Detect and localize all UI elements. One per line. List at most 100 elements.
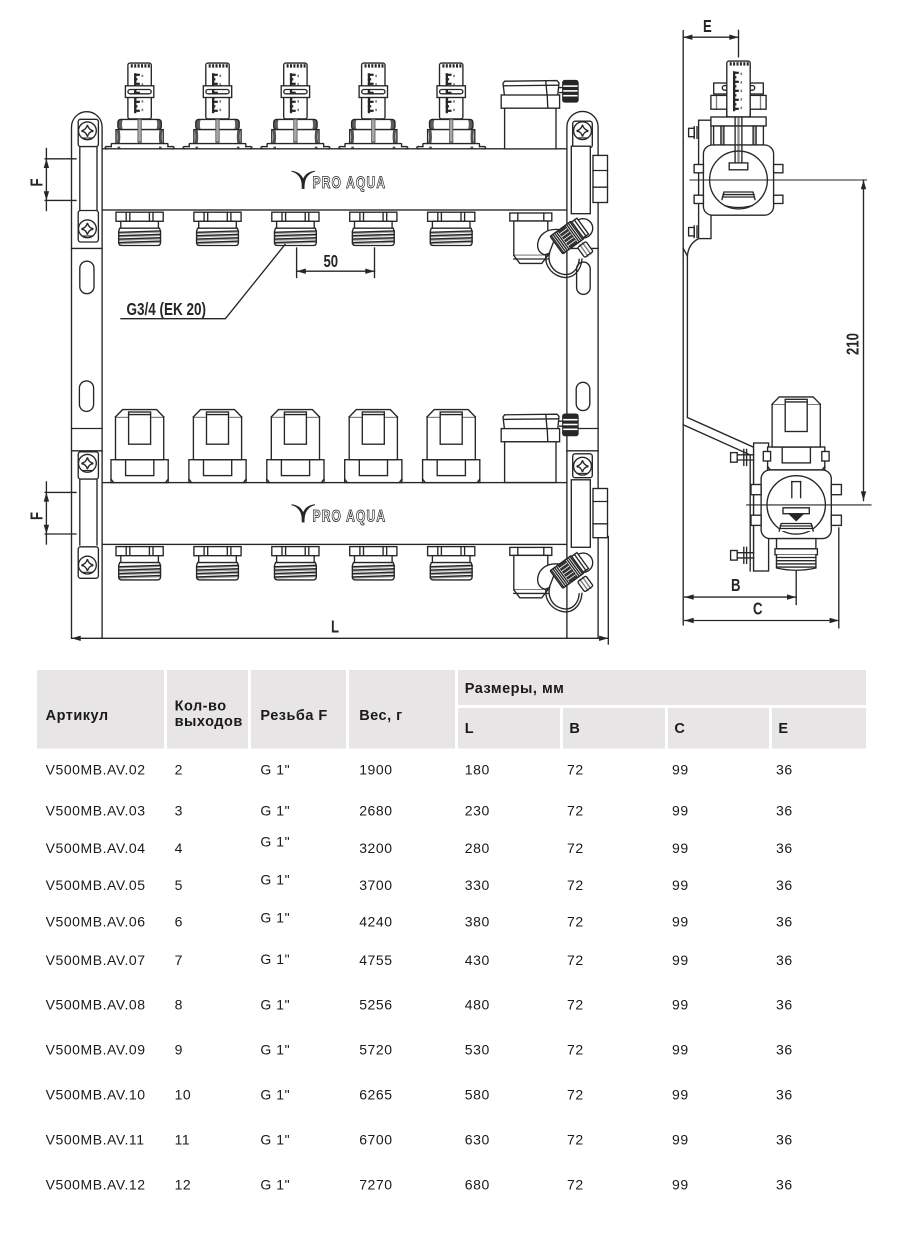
svg-text:B: B <box>569 721 580 737</box>
svg-text:36: 36 <box>776 1177 793 1193</box>
svg-text:8: 8 <box>175 997 183 1013</box>
svg-text:99: 99 <box>672 952 689 968</box>
svg-text:C: C <box>753 600 762 619</box>
svg-text:PRO AQUA: PRO AQUA <box>313 508 387 526</box>
svg-text:12: 12 <box>175 1177 192 1193</box>
svg-text:3: 3 <box>175 803 183 819</box>
svg-text:99: 99 <box>672 1131 689 1147</box>
svg-text:36: 36 <box>776 997 793 1013</box>
svg-text:36: 36 <box>776 914 793 930</box>
svg-text:72: 72 <box>567 1177 584 1193</box>
svg-text:530: 530 <box>465 1042 490 1058</box>
svg-text:50: 50 <box>324 252 339 271</box>
svg-text:Кол-во: Кол-во <box>175 698 227 714</box>
svg-text:72: 72 <box>567 914 584 930</box>
svg-text:V500MB.AV.03: V500MB.AV.03 <box>46 803 146 819</box>
svg-text:72: 72 <box>567 1131 584 1147</box>
svg-text:7270: 7270 <box>359 1177 392 1193</box>
svg-text:36: 36 <box>776 877 793 893</box>
svg-text:99: 99 <box>672 1177 689 1193</box>
svg-text:6265: 6265 <box>359 1086 392 1102</box>
svg-text:99: 99 <box>672 997 689 1013</box>
svg-text:F: F <box>28 512 47 520</box>
svg-text:72: 72 <box>567 1042 584 1058</box>
svg-text:V500MB.AV.08: V500MB.AV.08 <box>46 997 146 1013</box>
svg-text:2680: 2680 <box>359 803 392 819</box>
svg-text:72: 72 <box>567 762 584 778</box>
svg-text:5720: 5720 <box>359 1042 392 1058</box>
svg-text:4: 4 <box>175 840 183 856</box>
svg-text:F: F <box>28 178 47 186</box>
svg-text:99: 99 <box>672 1042 689 1058</box>
svg-text:180: 180 <box>465 762 490 778</box>
svg-text:B: B <box>731 576 740 595</box>
svg-text:E: E <box>778 721 788 737</box>
svg-text:4240: 4240 <box>359 914 392 930</box>
svg-text:72: 72 <box>567 877 584 893</box>
svg-text:36: 36 <box>776 762 793 778</box>
svg-text:99: 99 <box>672 840 689 856</box>
svg-text:2: 2 <box>175 762 183 778</box>
svg-text:10: 10 <box>175 1086 192 1102</box>
svg-text:E: E <box>703 17 712 36</box>
svg-text:G 1": G 1" <box>260 1177 290 1193</box>
svg-text:V500MB.AV.10: V500MB.AV.10 <box>46 1086 146 1102</box>
svg-text:V500MB.AV.09: V500MB.AV.09 <box>46 1042 146 1058</box>
svg-text:V500MB.AV.04: V500MB.AV.04 <box>46 840 146 856</box>
svg-text:V500MB.AV.07: V500MB.AV.07 <box>46 952 146 968</box>
svg-text:V500MB.AV.05: V500MB.AV.05 <box>46 877 146 893</box>
svg-text:1900: 1900 <box>359 762 392 778</box>
svg-text:230: 230 <box>465 803 490 819</box>
svg-text:G 1": G 1" <box>260 1042 290 1058</box>
svg-text:210: 210 <box>844 333 863 355</box>
svg-text:7: 7 <box>175 952 183 968</box>
svg-text:V500MB.AV.11: V500MB.AV.11 <box>46 1131 145 1147</box>
svg-text:9: 9 <box>175 1042 183 1058</box>
svg-text:36: 36 <box>776 1086 793 1102</box>
svg-text:V500MB.AV.12: V500MB.AV.12 <box>46 1177 146 1193</box>
svg-text:G 1": G 1" <box>260 833 290 849</box>
svg-text:4755: 4755 <box>359 952 392 968</box>
svg-text:99: 99 <box>672 803 689 819</box>
svg-text:G 1": G 1" <box>260 997 290 1013</box>
svg-text:36: 36 <box>776 1042 793 1058</box>
svg-text:36: 36 <box>776 952 793 968</box>
svg-text:G 1": G 1" <box>260 1086 290 1102</box>
svg-text:Размеры, мм: Размеры, мм <box>465 681 565 697</box>
svg-text:Артикул: Артикул <box>46 708 109 724</box>
svg-text:330: 330 <box>465 877 490 893</box>
svg-text:выходов: выходов <box>175 714 243 730</box>
svg-text:11: 11 <box>175 1131 191 1147</box>
svg-text:680: 680 <box>465 1177 490 1193</box>
svg-text:3200: 3200 <box>359 840 392 856</box>
svg-text:72: 72 <box>567 1086 584 1102</box>
svg-text:99: 99 <box>672 1086 689 1102</box>
svg-text:L: L <box>465 721 474 737</box>
svg-text:3700: 3700 <box>359 877 392 893</box>
svg-text:G 1": G 1" <box>260 910 290 926</box>
svg-text:36: 36 <box>776 1131 793 1147</box>
svg-text:L: L <box>331 618 339 637</box>
svg-text:5256: 5256 <box>359 997 392 1013</box>
svg-text:72: 72 <box>567 997 584 1013</box>
svg-text:430: 430 <box>465 952 490 968</box>
svg-text:380: 380 <box>465 914 490 930</box>
svg-text:36: 36 <box>776 803 793 819</box>
svg-text:V500MB.AV.02: V500MB.AV.02 <box>46 762 146 778</box>
svg-text:36: 36 <box>776 840 793 856</box>
svg-text:G 1": G 1" <box>260 1131 290 1147</box>
svg-text:Резьба F: Резьба F <box>260 708 327 724</box>
svg-text:280: 280 <box>465 840 490 856</box>
svg-text:630: 630 <box>465 1131 490 1147</box>
svg-text:480: 480 <box>465 997 490 1013</box>
svg-text:C: C <box>674 721 685 737</box>
svg-text:6700: 6700 <box>359 1131 392 1147</box>
svg-text:99: 99 <box>672 877 689 893</box>
svg-text:PRO AQUA: PRO AQUA <box>313 174 387 192</box>
svg-text:72: 72 <box>567 803 584 819</box>
svg-text:G 1": G 1" <box>260 872 290 888</box>
svg-text:72: 72 <box>567 840 584 856</box>
svg-text:5: 5 <box>175 877 183 893</box>
svg-text:G 1": G 1" <box>260 951 290 967</box>
svg-text:G 1": G 1" <box>260 803 290 819</box>
